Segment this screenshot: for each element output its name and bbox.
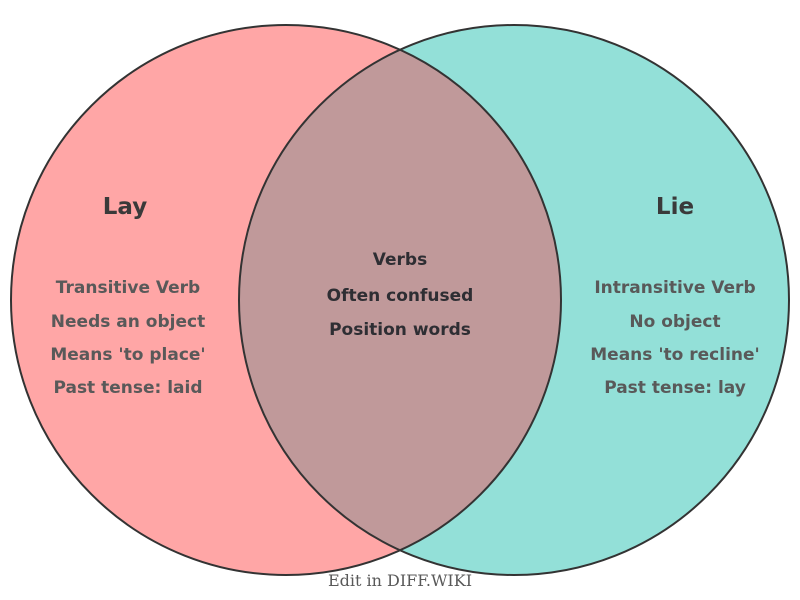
right-item: Past tense: lay [604, 378, 746, 398]
right-item: Means 'to recline' [590, 345, 759, 365]
right-item: No object [629, 312, 720, 332]
overlap-item: Often confused [327, 286, 474, 306]
overlap-item: Verbs [373, 250, 427, 270]
right-circle-outline [238, 24, 790, 576]
overlap-item: Position words [329, 320, 471, 340]
left-circle-outline [10, 24, 562, 576]
right-circle-title: Lie [656, 194, 694, 220]
edit-in-diffwiki-link[interactable]: Edit in DIFF.WIKI [328, 571, 472, 590]
right-item: Intransitive Verb [594, 278, 755, 298]
left-circle-title: Lay [103, 194, 147, 220]
left-item: Past tense: laid [53, 378, 202, 398]
overlap-region [239, 25, 561, 575]
left-item: Transitive Verb [56, 278, 200, 298]
left-item: Means 'to place' [50, 345, 205, 365]
left-item: Needs an object [51, 312, 205, 332]
